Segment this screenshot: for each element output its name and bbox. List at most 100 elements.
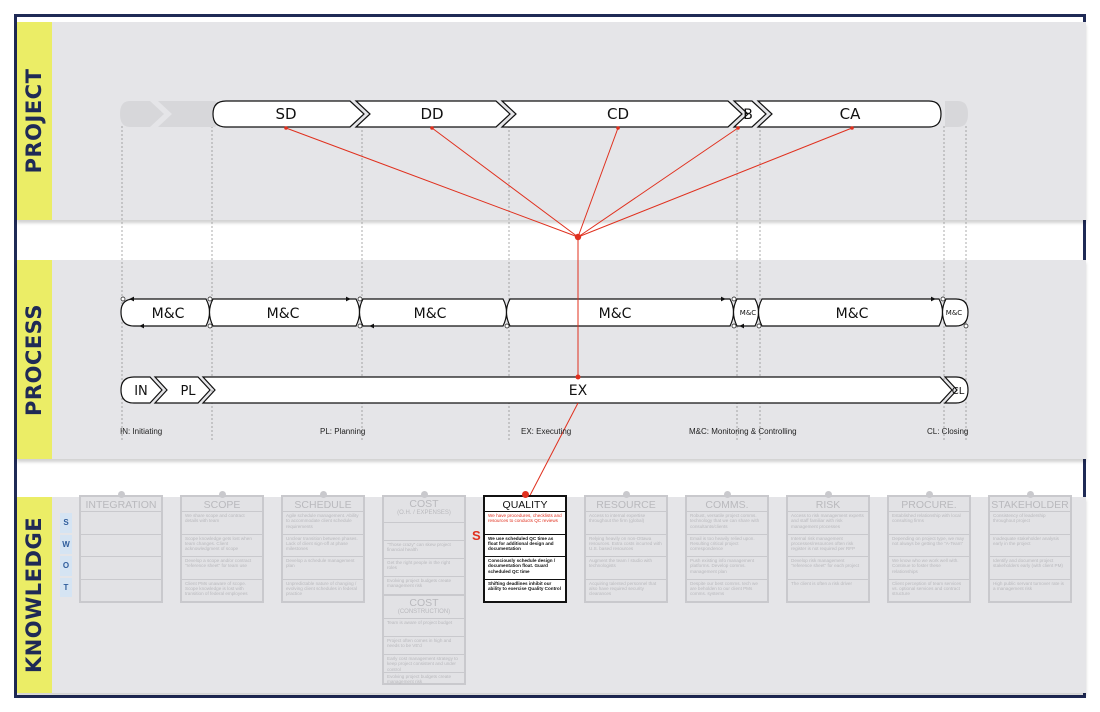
card-connector-dot xyxy=(825,491,832,498)
swot-column: S W O T xyxy=(60,513,72,599)
process-cl-shape xyxy=(943,376,969,404)
card-cell: Robust, versatile project comms. technol… xyxy=(687,512,767,535)
card-cell: Despite our best comms. tech we are beho… xyxy=(690,580,758,597)
card-cell: Unpredictable nature of changing / evolv… xyxy=(286,580,357,597)
card-cell: Consciously schedule design / documentat… xyxy=(485,557,565,580)
mc-label-5: M&C xyxy=(740,309,756,317)
card-cell: Relying heavily on non-Ottawa resources.… xyxy=(586,535,666,557)
card-cell: We use scheduled QC time as float for ad… xyxy=(485,535,565,557)
card-title: SCOPE xyxy=(182,497,262,512)
mc-labels: M&C M&C M&C M&C M&C M&C M&C xyxy=(152,306,963,322)
card-title: RESOURCE xyxy=(586,497,666,512)
process-ex-label: EX xyxy=(569,383,588,399)
card-connector-dot xyxy=(320,491,327,498)
phase-b-label: B xyxy=(743,107,753,123)
card-connector-dot xyxy=(623,491,630,498)
card-cell: Established relationship with local cons… xyxy=(889,512,969,535)
card-cell: Identify and document project stakeholde… xyxy=(990,557,1070,580)
card-cell: Access to risk management experts and st… xyxy=(788,512,868,535)
card-connector-dot xyxy=(522,491,529,498)
card-cell: Evolving project budgets create manageme… xyxy=(387,674,452,685)
legend-monitoring: M&C: Monitoring & Controlling xyxy=(689,427,797,436)
mc-label-7: M&C xyxy=(946,309,962,317)
card-connector-dot xyxy=(926,491,933,498)
card-cell: We know who we work well with. Continue … xyxy=(889,557,969,580)
card-schedule[interactable]: SCHEDULE Agile schedule management. Abil… xyxy=(281,491,365,603)
card-risk[interactable]: RISK Access to risk management experts a… xyxy=(786,491,870,603)
card-cell: Push existing info management platforms.… xyxy=(687,557,767,580)
swot-threats: T xyxy=(60,577,72,597)
card-scope[interactable]: SCOPE We share scope and contract detail… xyxy=(180,491,264,603)
strength-marker: S xyxy=(472,528,481,543)
phase-sd-shape xyxy=(212,100,365,128)
swot-weaknesses: W xyxy=(60,534,72,554)
card-integration[interactable]: INTEGRATION xyxy=(79,491,163,603)
card-cell xyxy=(81,580,161,603)
mc-segment-6 xyxy=(757,298,944,327)
phase-ca-shape xyxy=(756,100,942,128)
project-timeline: SD DD CD B CA xyxy=(120,100,968,128)
card-resource[interactable]: RESOURCE Access to internal expertise th… xyxy=(584,491,668,603)
legend-closing: CL: Closing xyxy=(927,427,969,436)
card-title: RISK xyxy=(788,497,868,512)
card-cell: Agile schedule management. Ability to ac… xyxy=(283,512,363,535)
cost-construction-header: COST (CONSTRUCTION) xyxy=(384,595,464,619)
card-stakeholder[interactable]: STAKEHOLDER Consistency of leadership th… xyxy=(988,491,1072,603)
card-cell: Project often comes in high and needs to… xyxy=(384,637,464,655)
card-cell: High public servant turnover rate is a m… xyxy=(993,580,1064,591)
card-title: INTEGRATION xyxy=(81,497,161,512)
card-cell: Client perception of team services vs. o… xyxy=(892,580,962,597)
mc-label-6: M&C xyxy=(836,306,869,322)
phase-cd-label: CD xyxy=(607,105,629,123)
process-tab: PROCESS xyxy=(17,260,52,459)
legend-initiating: IN: Initiating xyxy=(120,427,163,436)
card-procure[interactable]: PROCURE. Established relationship with l… xyxy=(887,491,971,603)
card-cell xyxy=(384,523,464,541)
card-connector-dot xyxy=(1027,491,1034,498)
card-title: COMMS. xyxy=(687,497,767,512)
card-cell: Unclear transition between phases. Lack … xyxy=(283,535,363,557)
card-connector-dot xyxy=(421,491,428,498)
card-connector-dot xyxy=(219,491,226,498)
mc-label-2: M&C xyxy=(267,306,300,322)
process-cl-label: CL xyxy=(952,386,965,397)
card-cell: Get the right people in the right roles xyxy=(384,559,464,577)
card-title: COST (O.H. / EXPENSES) xyxy=(384,497,464,523)
card-cell: Depending on project type, we may not al… xyxy=(889,535,969,557)
card-cell: Email is too heavily relied upon. Result… xyxy=(687,535,767,557)
process-pl-label: PL xyxy=(180,384,196,399)
card-connector-dot xyxy=(118,491,125,498)
mc-segment-3 xyxy=(358,298,508,327)
mc-label-1: M&C xyxy=(152,306,185,322)
card-cell: Shifting deadlines inhibit our ability t… xyxy=(485,580,565,602)
legend-planning: PL: Planning xyxy=(320,427,366,436)
cost-subtitle-2: (CONSTRUCTION) xyxy=(397,609,451,615)
phase-ca-label: CA xyxy=(840,105,861,123)
process-timeline xyxy=(120,376,969,404)
card-cell: We share scope and contract details with… xyxy=(182,512,262,535)
card-cell xyxy=(81,512,161,535)
connector-nodes xyxy=(284,126,854,380)
cost-title: COST xyxy=(409,498,439,510)
card-cell xyxy=(81,535,161,557)
card-connector-dot xyxy=(724,491,731,498)
card-cell: Scope knowledge gets lost when team chan… xyxy=(182,535,262,557)
process-pl-shape xyxy=(153,376,211,404)
card-cell: Client PMs unaware of scope. Scope knowl… xyxy=(185,580,248,597)
cost-title-2: COST xyxy=(409,597,439,609)
card-cell: Internal risk management processes/resou… xyxy=(788,535,868,557)
card-cell: Develop a scope and/or contract "referen… xyxy=(182,557,262,580)
card-title: SCHEDULE xyxy=(283,497,363,512)
card-title: STAKEHOLDER xyxy=(990,499,1070,512)
mc-segment-2 xyxy=(208,298,361,327)
card-cost[interactable]: COST (O.H. / EXPENSES) "Those crazy" can… xyxy=(382,491,466,685)
mc-nodes xyxy=(120,296,969,329)
project-tab: PROJECT xyxy=(17,22,52,220)
card-comms[interactable]: COMMS. Robust, versatile project comms. … xyxy=(685,491,769,603)
cost-subtitle: (O.H. / EXPENSES) xyxy=(397,510,451,516)
card-cell: Develop risk management "reference sheet… xyxy=(788,557,868,580)
swot-strengths: S xyxy=(60,513,72,533)
card-quality[interactable]: QUALITY We have procedures, checklists a… xyxy=(483,491,567,603)
card-cell: We have procedures, checklists and resou… xyxy=(485,512,565,535)
